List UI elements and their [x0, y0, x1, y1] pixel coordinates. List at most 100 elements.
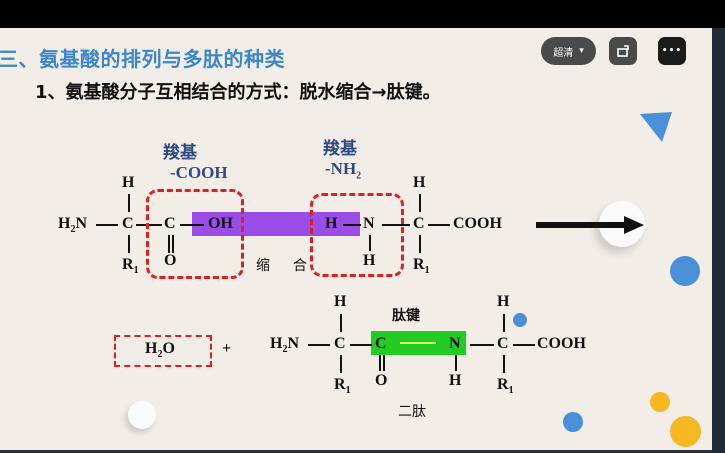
water-dashed-box: [114, 335, 212, 367]
aa1-carbonyl-o: O: [164, 252, 177, 269]
aa2-carboxyl: COOH: [453, 215, 502, 232]
bond: [172, 235, 174, 253]
dp-h2: H: [497, 293, 510, 310]
slide-canvas: 三、氨基酸的排列与多肽的种类 1、氨基酸分子互相结合的方式：脱水缩合→肽键。 羧…: [0, 28, 712, 450]
bond: [503, 314, 505, 332]
chevron-down-icon: ▾: [579, 46, 584, 56]
dp-r1-text: R: [334, 376, 346, 393]
bond: [379, 355, 381, 371]
share-icon: [617, 45, 629, 57]
plus-sign: +: [222, 340, 232, 357]
bond: [136, 224, 162, 226]
dipeptide-amine: H2N: [270, 335, 299, 355]
aa1-amine-sub: 2: [70, 224, 76, 236]
aa2-n-h: H: [363, 252, 376, 269]
video-top-bar: [0, 0, 725, 28]
dp-r1-sub: 1: [345, 385, 351, 397]
bond: [428, 224, 450, 226]
amino-label: 羧基: [323, 139, 357, 159]
aa1-r-text: R: [122, 256, 134, 273]
reaction-arrow-head-icon: [624, 216, 644, 234]
bond: [419, 235, 421, 253]
bond: [340, 314, 342, 332]
carboxyl-dashed-box: [146, 189, 244, 279]
quality-label: 超清: [553, 47, 574, 59]
dp-r2-text: R: [497, 376, 509, 393]
bond: [455, 355, 457, 371]
bond: [382, 224, 410, 226]
aa1-amine-n: N: [75, 215, 88, 232]
dehydration-highlight: [192, 212, 360, 236]
aa2-r: R1: [413, 256, 430, 276]
bond: [340, 355, 342, 373]
bond: [503, 355, 505, 373]
triangle-decoration: [640, 112, 672, 142]
aa2-r-sub: 1: [424, 265, 430, 277]
bond: [350, 344, 372, 346]
bond: [470, 344, 494, 346]
water-o: O: [162, 340, 175, 357]
dp-r2: R1: [497, 376, 514, 396]
dipeptide-label: 二肽: [398, 404, 426, 420]
dp-amine-h: H: [270, 335, 283, 352]
dp-carbonyl-o: O: [375, 372, 388, 389]
aa1-alpha-c: C: [122, 215, 134, 232]
aa1-hydroxyl: OH: [208, 215, 233, 232]
aa1-amine: H2N: [58, 215, 87, 235]
bond: [180, 224, 204, 226]
bond: [369, 235, 371, 251]
amino-formula: -NH2: [325, 159, 361, 181]
peptide-bond-line: [400, 342, 436, 344]
condensation-label-1: 缩: [256, 258, 270, 274]
aa1-top-h: H: [122, 174, 135, 191]
dp-carbonyl-c: C: [375, 335, 387, 352]
quality-selector-button[interactable]: 超清 ▾: [541, 37, 596, 65]
dp-h1: H: [334, 293, 347, 310]
bond: [419, 194, 421, 212]
dp-r1: R1: [334, 376, 351, 396]
aa1-r-sub: 1: [133, 265, 139, 277]
dp-n: N: [449, 335, 461, 352]
aa2-top-h: H: [413, 174, 426, 191]
dp-c1: C: [334, 335, 346, 352]
carboxyl-label: 羧基: [163, 143, 197, 163]
dp-r2-sub: 1: [508, 385, 514, 397]
blue-dot-large: [670, 256, 700, 286]
dp-c2: C: [497, 335, 509, 352]
aa2-h: H: [325, 215, 338, 232]
amino-formula-text: -NH: [325, 159, 357, 178]
dp-amine-sub: 2: [282, 344, 288, 356]
bond: [128, 235, 130, 253]
bond: [96, 224, 118, 226]
reaction-arrow-shaft: [536, 222, 628, 228]
blue-dot-bottom: [563, 412, 583, 432]
bond: [128, 194, 130, 212]
right-edge-strip: [712, 28, 725, 453]
amino-formula-sub: 2: [356, 170, 362, 182]
bond: [513, 344, 535, 346]
dp-n-h: H: [449, 372, 462, 389]
bond: [168, 235, 170, 253]
aa1-carbonyl-c: C: [164, 215, 176, 232]
blue-dot-small: [513, 313, 527, 327]
share-button[interactable]: [609, 37, 637, 65]
condensation-label-2: 合: [293, 258, 307, 274]
aa2-n: N: [363, 215, 375, 232]
section-title: 三、氨基酸的排列与多肽的种类: [0, 47, 285, 71]
water-formula: H2O: [145, 340, 175, 360]
yellow-dot-large: [670, 416, 701, 447]
bottom-edge: [0, 450, 712, 453]
aa1-r: R1: [122, 256, 139, 276]
water-h: H: [145, 340, 158, 357]
peptide-bond-label: 肽键: [392, 308, 420, 324]
aa2-r-text: R: [413, 256, 425, 273]
dp-amine-n: N: [287, 335, 300, 352]
amino-dashed-box: [310, 193, 404, 277]
bond: [383, 355, 385, 371]
water-sub: 2: [157, 349, 163, 361]
aa2-alpha-c: C: [413, 215, 425, 232]
slide-subtitle: 1、氨基酸分子互相结合的方式：脱水缩合→肽键。: [35, 82, 441, 103]
aa1-amine-h: H: [58, 215, 71, 232]
white-bead: [128, 401, 156, 429]
more-options-button[interactable]: •••: [658, 37, 686, 65]
